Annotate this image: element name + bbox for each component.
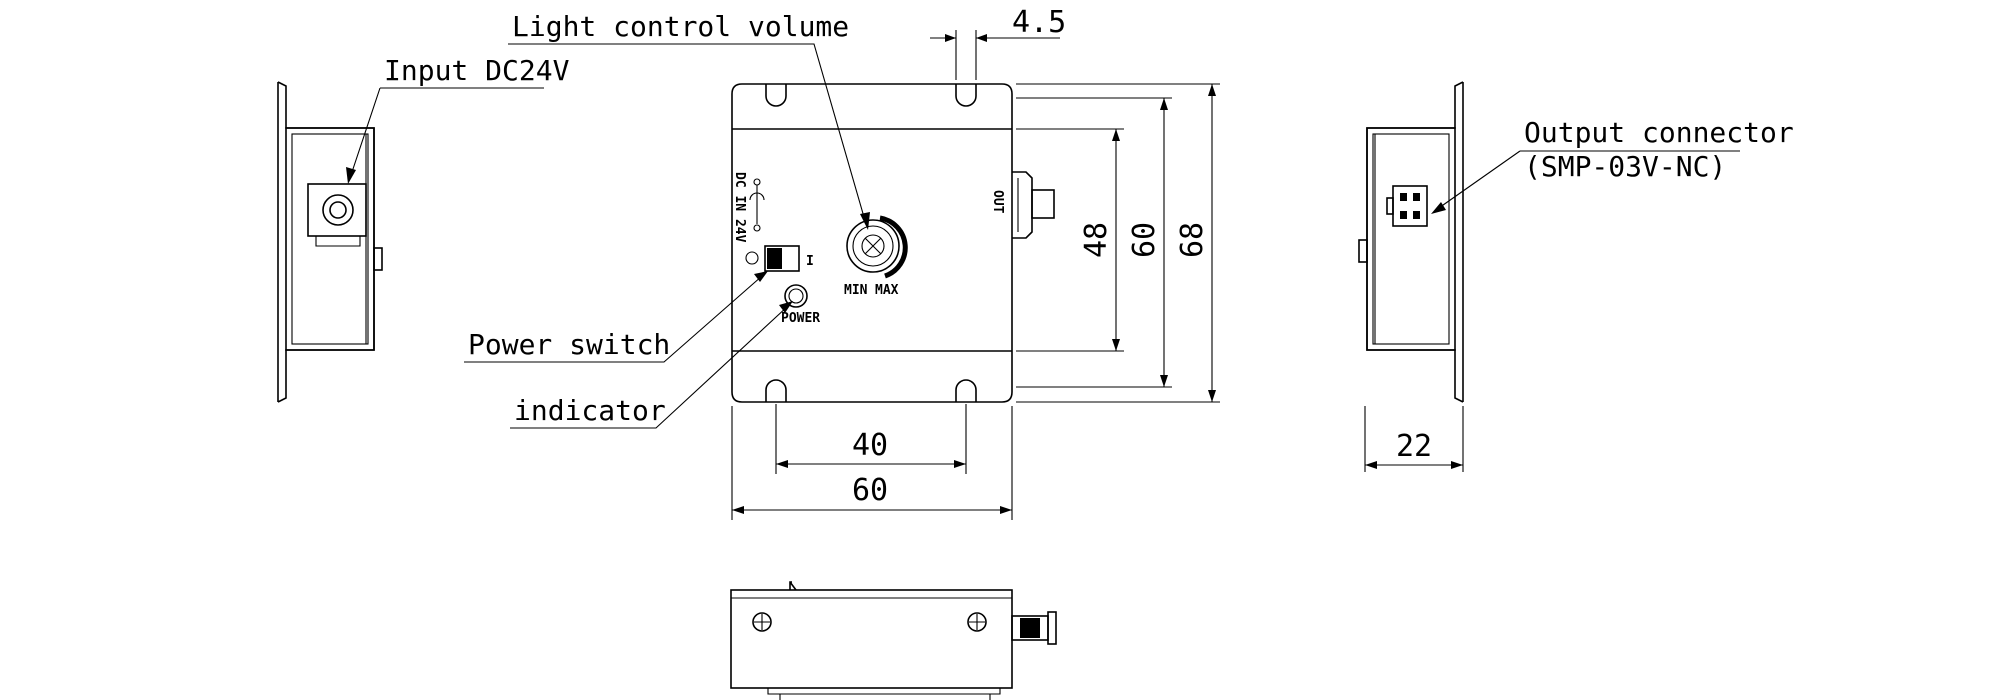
bottom-connector-icon: [1011, 611, 1057, 645]
dim-height-overall: 68: [1175, 222, 1210, 258]
indicator-led: [784, 284, 808, 308]
bottom-view: [730, 581, 1057, 700]
slot-top-left: [765, 84, 787, 107]
dc-polarity-icon: [749, 178, 765, 232]
switch-on-marking: I: [806, 254, 814, 269]
callout-power-switch: Power switch: [468, 328, 670, 361]
dim-hole-pitch: 40: [852, 428, 888, 463]
output-connector-icon: [1386, 185, 1428, 227]
screw-left-icon: [752, 612, 772, 632]
callout-input-dc24v: Input DC24V: [384, 54, 570, 87]
callout-indicator: indicator: [514, 394, 666, 427]
callout-light-control-volume: Light control volume: [512, 10, 849, 43]
dim-width-overall: 60: [852, 473, 888, 508]
screw-right-icon: [967, 612, 987, 632]
callout-output-connector: Output connector: [1524, 116, 1794, 149]
dim-height-inner: 48: [1079, 222, 1114, 258]
power-switch[interactable]: I: [745, 245, 814, 272]
front-view: OUT DC IN 24V I POWER: [731, 83, 1055, 403]
min-marking: MIN: [844, 283, 868, 298]
dc-jack-icon: [307, 183, 367, 247]
callout-output-connector-model: (SMP-03V-NC): [1524, 150, 1726, 183]
slot-bottom-left: [765, 379, 787, 402]
right-side-view: [1358, 81, 1464, 403]
volume-knob[interactable]: [846, 215, 908, 279]
max-marking: MAX: [875, 283, 899, 298]
out-marking: OUT: [990, 190, 1005, 214]
dim-slot-width: 4.5: [1012, 5, 1066, 40]
power-marking: POWER: [781, 311, 820, 326]
callouts: Light control volume Input DC24V Power s…: [346, 10, 1794, 429]
left-side-view: [277, 81, 383, 403]
dc-in-marking: DC IN 24V: [732, 172, 747, 243]
dim-height-mid: 60: [1127, 222, 1162, 258]
dim-depth: 22: [1396, 429, 1432, 464]
output-connector-side-icon: [1012, 171, 1055, 239]
slot-bottom-right: [955, 379, 977, 402]
dimension-lines: 4.5 48 60 68 40: [731, 5, 1464, 520]
slot-top-right: [955, 84, 977, 107]
